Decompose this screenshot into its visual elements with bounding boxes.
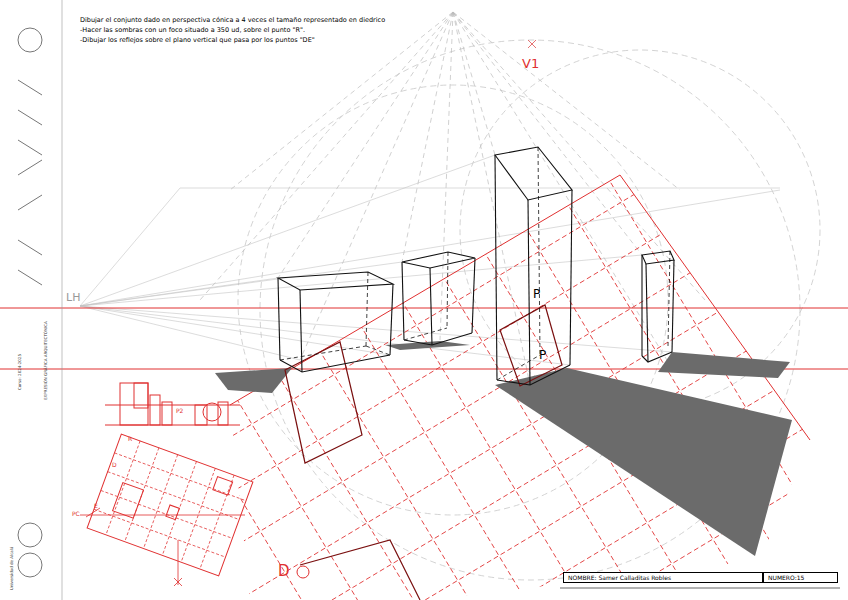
sheet-caption: Universidad de Alcalá <box>10 547 14 590</box>
plan-label: D <box>112 462 117 469</box>
point-label: P <box>533 288 540 301</box>
cell-text: NOMBRE: Samer Calladitas Robles <box>568 574 671 581</box>
horizon-label: LH <box>66 292 80 304</box>
plan-label: R <box>128 436 132 443</box>
instruction-text: -Dibujar los reflejos sobre el plano ver… <box>80 37 315 44</box>
vanishing-point-label: V1 <box>522 57 539 71</box>
plan-label: P2 <box>176 408 183 415</box>
instruction-text: Dibujar el conjunto dado en perspectiva … <box>80 17 385 24</box>
plan-label: E <box>94 503 98 510</box>
cell-text: NUMERO:15 <box>768 574 804 581</box>
point-label: P <box>539 349 546 362</box>
title-block-cell: NUMERO:15 <box>763 572 838 583</box>
sheet-caption: Curso: 2024-2025 <box>18 354 22 390</box>
sheet-caption: EXPRESIÓN GRÁFICA ARQUITECTÓNICA <box>44 321 48 400</box>
plan-label: PC <box>72 511 80 518</box>
instruction-text: -Hacer las sombras con un foco situado a… <box>80 27 305 34</box>
point-label: D <box>278 563 290 580</box>
title-block-cell: NOMBRE: Samer Calladitas Robles <box>563 572 763 583</box>
